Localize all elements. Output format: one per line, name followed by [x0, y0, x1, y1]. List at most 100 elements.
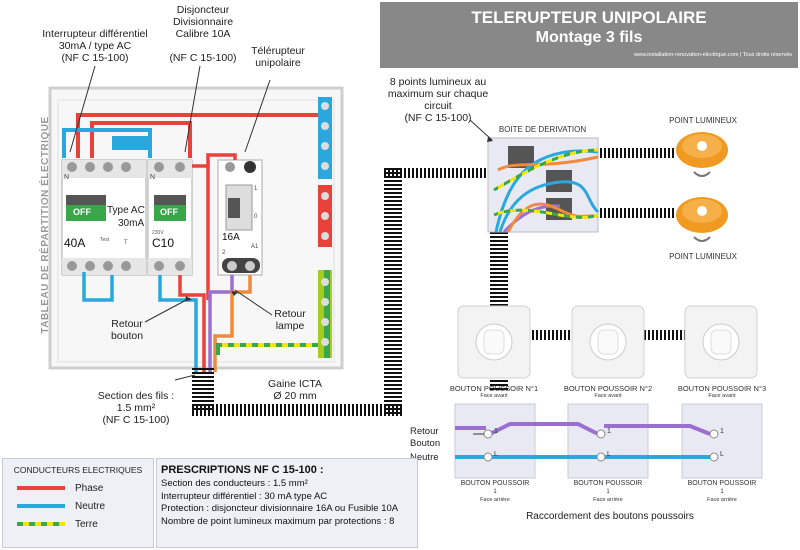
conduit-horizontal [192, 404, 402, 416]
label-retour-bouton-right: Retour Bouton [410, 426, 441, 449]
label-junction-box: BOITE DE DERIVATION [498, 125, 587, 134]
diff-test-label: Test [100, 237, 110, 243]
diff-ma-label: 30mA [118, 218, 145, 229]
button-back-2-sub: Face arrière [593, 497, 623, 503]
label-retour-lampe: Retour lampe [274, 308, 306, 332]
terminal-l-label-a: L [494, 451, 498, 458]
button-back-2-title: BOUTON POUSSOIR [573, 480, 643, 487]
tele-1-label: 1 [254, 186, 258, 192]
remote-switch [217, 159, 263, 276]
diagram-title: TELERUPTEUR UNIPOLAIRE [471, 8, 707, 27]
label-max-light-points: 8 points lumineux au maximum sur chaque … [387, 76, 489, 124]
phase-terminal-block [318, 185, 332, 247]
button-back-1-sub: Face arrière [480, 497, 510, 503]
earth-terminal-block [318, 270, 332, 358]
legend-swatch [17, 504, 65, 508]
tele-rating-label: 16A [222, 232, 240, 243]
legend-item-terre: Terre [17, 518, 153, 530]
prescriptions-title: PRESCRIPTIONS NF C 15-100 : [161, 464, 324, 476]
button-front-3-sub: Face avant [708, 393, 736, 399]
neutral-terminal-block [318, 97, 332, 179]
terminal-1-label-a: 1 [494, 428, 498, 435]
conduit-to-box [384, 168, 492, 178]
diff-rating-label: 40A [64, 236, 86, 250]
comb-busbar [112, 136, 152, 150]
light-point-top [676, 132, 728, 177]
push-button-back-1 [454, 403, 536, 479]
disj-voltage-label: 230V [152, 230, 164, 236]
tele-2-label: 2 [222, 250, 226, 256]
button-front-3-title: BOUTON POUSSOIR N°3 [677, 384, 767, 393]
prescription-line-3: Protection : disjoncteur divisionnaire 1… [161, 503, 399, 514]
prescriptions-box: PRESCRIPTIONS NF C 15-100 : Section des … [156, 458, 418, 548]
label-light-point-bottom: POINT LUMINEUX [669, 252, 737, 261]
circuit-breaker [147, 159, 193, 276]
legend-swatch [17, 486, 65, 490]
tele-a1-label: A1 [251, 244, 259, 250]
conduit-to-button-2 [505, 330, 573, 340]
phase-wire-top-2 [90, 121, 192, 158]
label-circuit-breaker: Disjoncteur Divisionnaire Calibre 10A (N… [169, 4, 237, 64]
panel-vertical-label: TABLEAU DE RÉPARTITION ÉLECTRIQUE [40, 116, 51, 334]
button-back-1-title: BOUTON POUSSOIR [460, 480, 530, 487]
button-back-3-sub: Face arrière [707, 497, 737, 503]
conduit-vertical-panel [192, 368, 214, 410]
conduit-to-light-2 [598, 208, 676, 218]
neutral-line [158, 275, 198, 372]
legend-swatch [17, 522, 65, 526]
diff-n-label: N [64, 174, 70, 181]
disj-off-label: OFF [160, 207, 178, 217]
disj-rating-label: C10 [152, 236, 175, 250]
retour-bouton-chain [455, 422, 711, 436]
light-point-bottom [676, 197, 728, 242]
junction-box [487, 137, 600, 234]
diff-off-label: OFF [73, 207, 91, 217]
neutral-down [82, 272, 114, 302]
terminal-1-label-b: 1 [607, 428, 611, 435]
terminal-l-label-b: L [607, 451, 611, 458]
diff-t-label: T [124, 240, 128, 246]
label-differential-switch: Interrupteur différentiel 30mA / type AC… [42, 28, 148, 64]
button-back-3-num: 1 [720, 489, 724, 495]
retour-lampe-wire [213, 275, 252, 372]
disj-n-label: N [150, 174, 156, 181]
button-front-2-sub: Face avant [594, 393, 622, 399]
phase-to-teleruptor [192, 153, 237, 168]
legend-label: Terre [75, 518, 98, 530]
prescription-line-1: Section des conducteurs : 1.5 mm² [161, 478, 308, 489]
phase-line [178, 275, 206, 372]
label-neutre-right: Neutre [410, 452, 439, 463]
conduit-to-light-1 [598, 148, 676, 158]
conduit-vertical-middle [384, 168, 402, 416]
legend-item-neutre: Neutre [17, 501, 153, 512]
legend-title: CONDUCTEURS ELECTRIQUES [13, 465, 143, 475]
label-retour-bouton: Retour bouton [110, 318, 144, 342]
button-back-1-num: 1 [493, 489, 497, 495]
earth-wire-panel [216, 343, 322, 355]
tele-0-label: 0 [254, 214, 258, 220]
diagram-subtitle: Montage 3 fils [535, 29, 643, 46]
push-button-front-3 [684, 305, 758, 379]
diff-type-label: Type AC [107, 205, 145, 216]
push-button-back-3 [681, 403, 763, 479]
label-remote-switch: Télérupteur unipolaire [251, 45, 305, 69]
push-button-front-1 [457, 305, 531, 379]
button-front-1-sub: Face avant [480, 393, 508, 399]
terminal-l-label-c: L [720, 451, 724, 458]
pointer-lines [69, 65, 493, 435]
label-button-wiring: Raccordement des boutons poussoirs [526, 511, 694, 522]
label-conduit: Gaine ICTA Ø 20 mm [267, 378, 323, 402]
conduit-to-button-3 [640, 330, 685, 340]
differential-breaker [61, 159, 147, 276]
button-front-1-title: BOUTON POUSSOIR N°1 [449, 384, 539, 393]
retour-bouton-wire [208, 275, 234, 372]
prescription-line-2: Interrupteur différentiel : 30 mA type A… [161, 490, 328, 502]
button-back-2-num: 1 [606, 489, 610, 495]
label-light-point-top: POINT LUMINEUX [669, 116, 737, 125]
push-button-front-2 [571, 305, 645, 379]
title-banner: TELERUPTEUR UNIPOLAIRE Montage 3 fils ww… [380, 2, 798, 68]
button-front-2-title: BOUTON POUSSOIR N°2 [563, 384, 653, 393]
legend-item-phase: Phase [17, 483, 153, 494]
